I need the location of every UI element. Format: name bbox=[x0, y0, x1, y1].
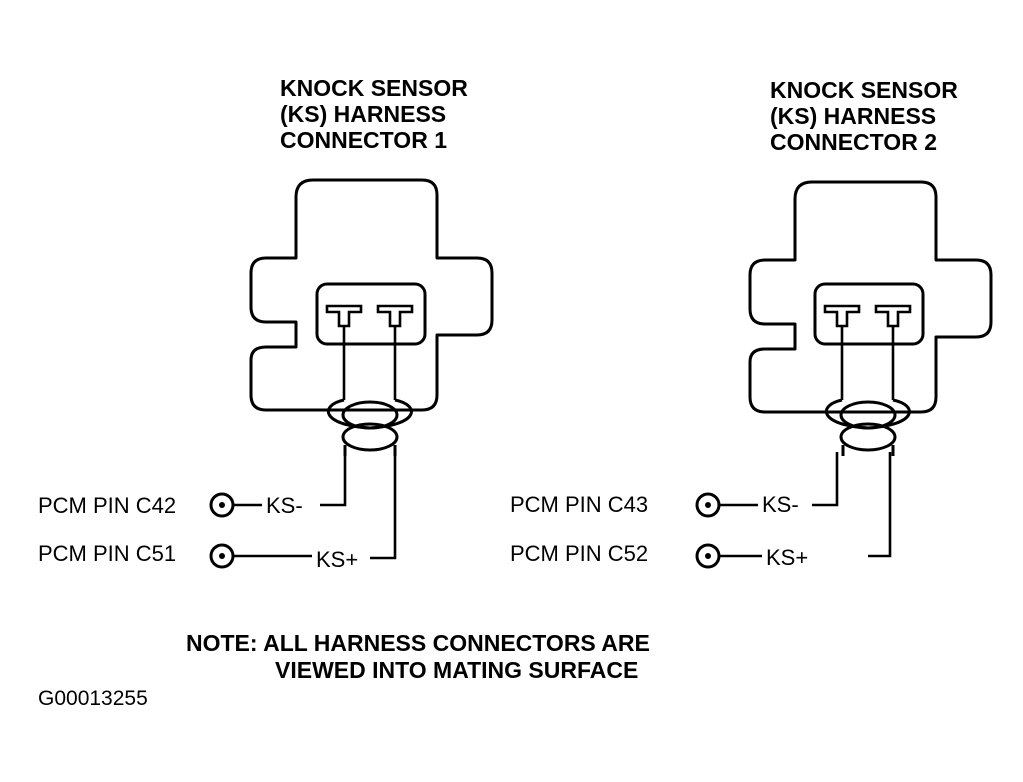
connector-1-pin-2-signal: KS+ bbox=[316, 547, 358, 572]
connector-1-wire-ks-plus bbox=[370, 452, 397, 560]
connector-1-pin-1-terminal-icon bbox=[209, 492, 235, 518]
connector-2-title-line-1: KNOCK SENSOR bbox=[770, 77, 958, 103]
note-line-2: VIEWED INTO MATING SURFACE bbox=[275, 657, 638, 683]
connector-1-terminal-right bbox=[376, 304, 414, 328]
connector-1-pin-2-label: PCM PIN C51 bbox=[38, 541, 176, 566]
connector-1-title-line-1: KNOCK SENSOR bbox=[280, 75, 468, 101]
connector-2-wire-ks-plus bbox=[868, 452, 892, 558]
connector-1-twisted-pair bbox=[326, 398, 413, 456]
connector-2-terminal-right bbox=[874, 304, 912, 328]
connector-2-housing bbox=[748, 180, 993, 414]
connector-1-pin-1-signal: KS- bbox=[266, 493, 303, 518]
connector-1-wire-ks-minus bbox=[320, 452, 347, 507]
connector-2-group: KNOCK SENSOR (KS) HARNESS CONNECTOR 2 PC… bbox=[510, 77, 993, 570]
connector-1-terminal-cavity bbox=[315, 282, 427, 346]
note-block: NOTE: ALL HARNESS CONNECTORS ARE VIEWED … bbox=[186, 630, 650, 683]
connector-1-group: KNOCK SENSOR (KS) HARNESS CONNECTOR 1 PC… bbox=[38, 75, 494, 572]
figure-id: G00013255 bbox=[38, 687, 148, 710]
connector-2-pin-2-signal: KS+ bbox=[766, 545, 808, 570]
connector-1-title-line-2: (KS) HARNESS bbox=[280, 101, 446, 127]
connector-1-pin-1-label: PCM PIN C42 bbox=[38, 493, 176, 518]
connector-2-pin-1-terminal-icon bbox=[695, 492, 721, 518]
connector-1-terminal-left bbox=[325, 304, 363, 328]
connector-2-pin-2-terminal-icon bbox=[695, 543, 721, 569]
connector-2-pin-1-signal: KS- bbox=[762, 492, 799, 517]
note-line-1: NOTE: ALL HARNESS CONNECTORS ARE bbox=[186, 630, 650, 656]
connector-2-title-line-3: CONNECTOR 2 bbox=[770, 129, 937, 155]
connector-1-pin-2-terminal-icon bbox=[209, 543, 235, 569]
connector-1-housing bbox=[249, 178, 494, 412]
connector-1-title-line-3: CONNECTOR 1 bbox=[280, 127, 447, 153]
connector-2-wire-ks-minus bbox=[812, 452, 839, 507]
connector-2-terminal-left bbox=[823, 304, 861, 328]
connector-2-pin-2-label: PCM PIN C52 bbox=[510, 541, 648, 566]
connector-2-twisted-pair bbox=[824, 398, 911, 456]
connector-2-pin-1-label: PCM PIN C43 bbox=[510, 492, 648, 517]
connector-2-title-line-2: (KS) HARNESS bbox=[770, 103, 936, 129]
connector-2-terminal-cavity bbox=[813, 282, 925, 346]
